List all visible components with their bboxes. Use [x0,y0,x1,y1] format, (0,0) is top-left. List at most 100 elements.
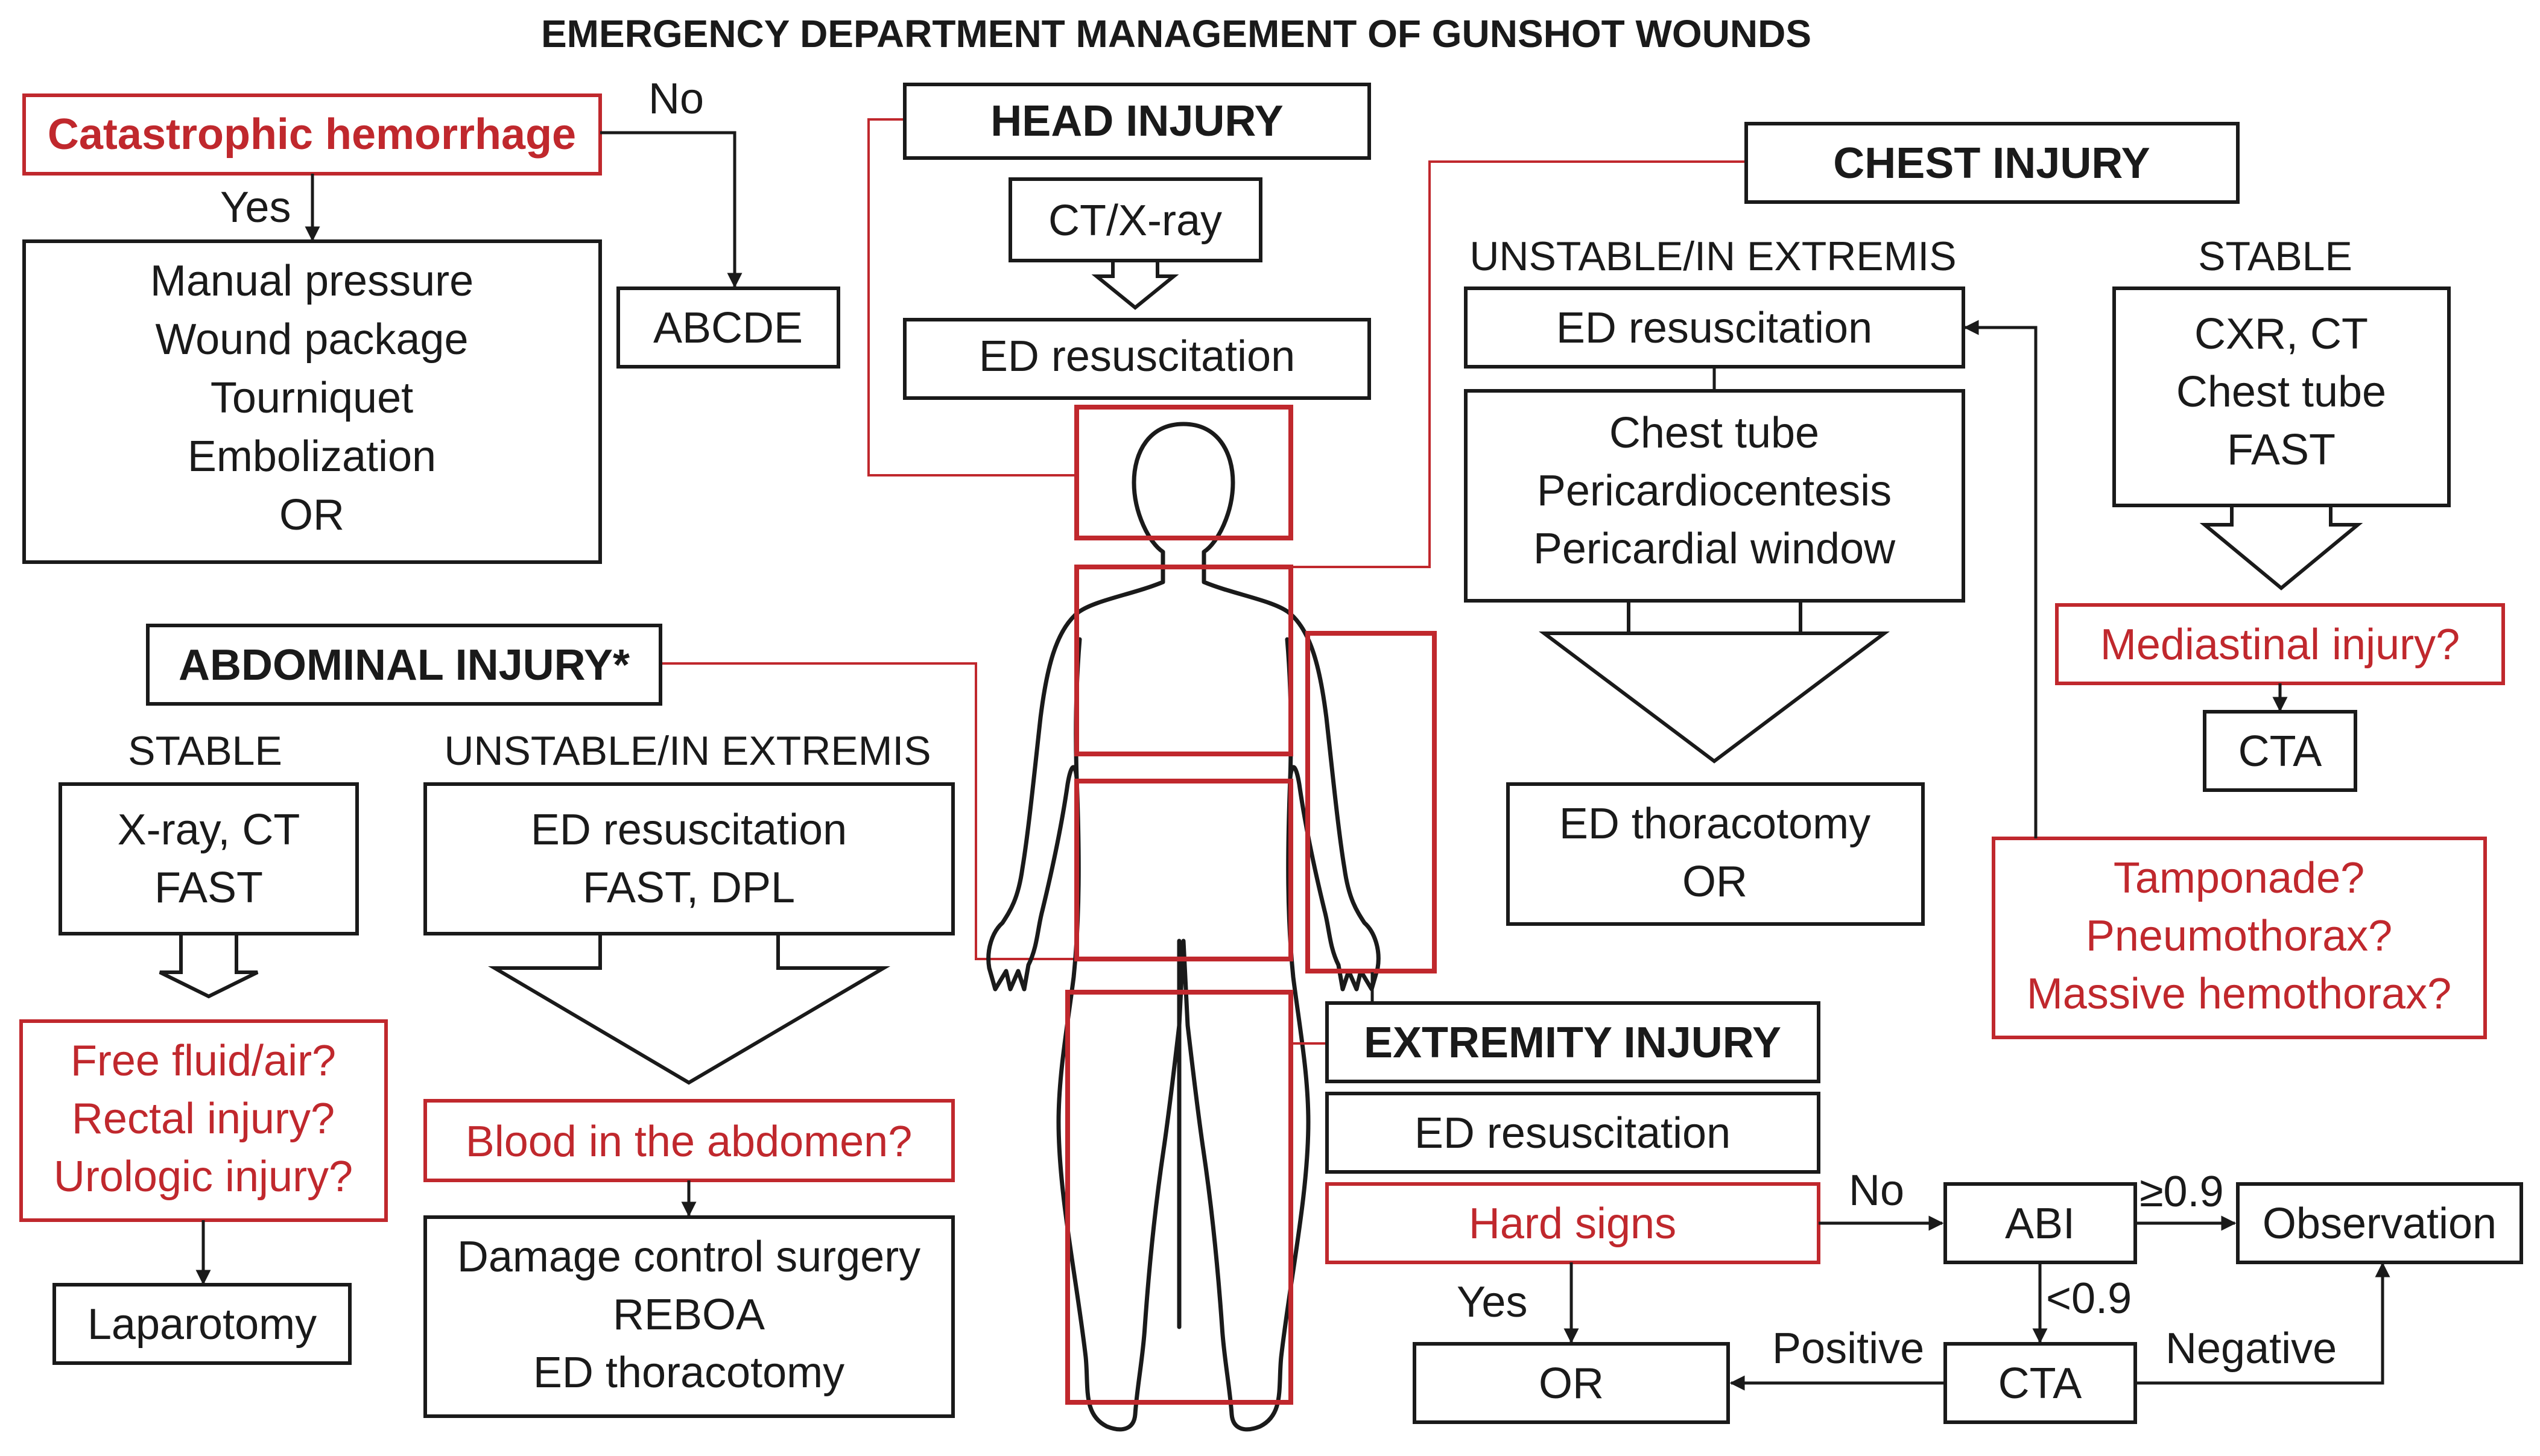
hemorrhage-action: OR [279,491,344,539]
hard-signs-box [1325,1182,1820,1264]
catastrophic-hemorrhage-box [22,93,602,176]
arm-region-box [1305,631,1437,973]
extremity-or-label: OR [1539,1359,1604,1408]
observation-label: Observation [2263,1200,2497,1248]
chest-injury-box [1744,122,2240,204]
cta-positive-label: Positive [1772,1325,1924,1373]
abi-box [1943,1182,2137,1264]
head-resuscitation-box [903,318,1371,400]
chest-stable-workup-item: CXR, CT [2194,310,2368,358]
abdomen-surgery-item: ED thoracotomy [533,1349,844,1397]
chest-condition: Tamponade? [2114,854,2364,902]
hemorrhage-no-connector [600,131,743,288]
abdomen-surgery-item: Damage control surgery [457,1233,920,1281]
abdomen-unstable-down-arrow [488,932,891,1085]
blood-in-abdomen-box [423,1099,955,1182]
abdomen-unstable-workup-item: FAST, DPL [583,864,795,912]
abdomen-finding: Free fluid/air? [71,1037,336,1085]
chest-conditions-box [1992,837,2487,1039]
diagram-title: EMERGENCY DEPARTMENT MANAGEMENT OF GUNSH… [541,12,1811,55]
head-injury-box [903,83,1371,160]
chest-cta-label: CTA [2238,727,2322,776]
abdomen-finding: Urologic injury? [54,1153,353,1201]
chest-unstable-down-arrow [1539,599,1890,764]
head-region-box [1074,405,1293,540]
head-imaging-label: CT/X-ray [1048,197,1222,245]
extremity-injury-box [1325,1001,1820,1083]
abdomen-findings-box [19,1019,388,1222]
body-outline [986,422,1381,1432]
hard-signs-yes-label: Yes [1457,1278,1527,1326]
chest-stable-workup-item: Chest tube [2176,368,2386,416]
hard-signs-no-label: No [1849,1166,1904,1215]
abcde-label: ABCDE [653,304,803,352]
head-imaging-box [1009,177,1262,262]
chest-stable-workup-item: FAST [2227,426,2336,474]
head-region-connector [867,118,1077,476]
abcde-box [616,286,840,369]
chest-procedure: Pericardial window [1533,525,1896,573]
head-injury-title: HEAD INJURY [990,97,1283,145]
extremity-section: EXTREMITY INJURY ED resuscitation Hard s… [1291,972,2523,1424]
chest-procedure: Chest tube [1609,409,1819,457]
chest-stable-label: STABLE [2198,233,2352,279]
hemorrhage-action: Tourniquet [211,374,413,422]
conditions-to-resus-connector [1963,320,2038,838]
hemorrhage-action: Embolization [188,432,436,481]
observation-box [2236,1182,2523,1264]
chest-section: CHEST INJURY UNSTABLE/IN EXTREMIS STABLE… [1291,122,2505,1039]
abdomen-stable-label: STABLE [128,728,282,774]
abdomen-stable-down-arrow [159,932,259,999]
cta-negative-label: Negative [2165,1325,2337,1373]
chest-procedures-box [1464,389,1965,603]
extremity-or-box [1413,1342,1730,1424]
mediastinal-injury-label: Mediastinal injury? [2100,621,2460,669]
hemorrhage-action: Wound package [155,315,468,364]
extremity-resuscitation-box [1325,1092,1820,1174]
hemorrhage-actions-box [22,239,602,564]
blood-in-abdomen-label: Blood in the abdomen? [466,1118,913,1166]
head-section: HEAD INJURY CT/X-ray ED resuscitation [867,83,1371,476]
abdomen-section: ABDOMINAL INJURY* STABLE UNSTABLE/IN EXT… [19,624,1077,1418]
abdomen-finding: Rectal injury? [72,1095,335,1143]
chest-unstable-label: UNSTABLE/IN EXTREMIS [1469,233,1956,279]
catastrophic-hemorrhage-label: Catastrophic hemorrhage [48,110,576,159]
abdomen-surgery-item: REBOA [613,1291,765,1339]
abdomen-unstable-workup-box [423,782,955,935]
head-resuscitation-label: ED resuscitation [979,332,1295,381]
human-body-figure [986,422,1381,1432]
ed-thoracotomy-or-label: OR [1682,858,1747,906]
chest-resuscitation-label: ED resuscitation [1556,304,1872,352]
chest-injury-title: CHEST INJURY [1833,139,2150,188]
chest-procedure: Pericardiocentesis [1537,467,1892,515]
extremity-resuscitation-label: ED resuscitation [1414,1109,1731,1157]
hemorrhage-no-label: No [648,75,704,123]
cta-negative-connector [2135,1262,2390,1385]
chest-region-connector [1291,160,1746,568]
chest-cta-box [2203,710,2357,792]
hard-signs-label: Hard signs [1469,1200,1676,1248]
extremity-cta-label: CTA [1998,1359,2082,1408]
abdomen-unstable-label: UNSTABLE/IN EXTREMIS [444,728,931,774]
hemorrhage-yes-label: Yes [220,183,291,232]
laparotomy-label: Laparotomy [87,1300,317,1349]
abdomen-region-box [1074,779,1293,961]
abi-label: ABI [2005,1200,2075,1248]
ed-thoracotomy-label: ED thoracotomy [1559,800,1870,848]
abdomen-region-connector [660,662,1077,960]
abdomen-stable-workup-item: X-ray, CT [118,806,300,854]
mediastinal-injury-box [2055,603,2505,685]
chest-condition: Pneumothorax? [2086,912,2392,960]
abdomen-stable-workup-item: FAST [154,864,263,912]
abdominal-injury-box [146,624,662,706]
hemorrhage-action: Manual pressure [150,257,473,305]
extremity-injury-title: EXTREMITY INJURY [1364,1019,1781,1067]
laparotomy-box [52,1283,352,1365]
chest-condition: Massive hemothorax? [2027,970,2451,1018]
abdomen-stable-workup-box [59,782,359,935]
abdomen-unstable-workup-item: ED resuscitation [531,806,847,854]
chest-region-box [1074,565,1293,756]
abdomen-surgery-box [423,1215,955,1418]
chest-stable-down-arrow [2199,504,2363,590]
